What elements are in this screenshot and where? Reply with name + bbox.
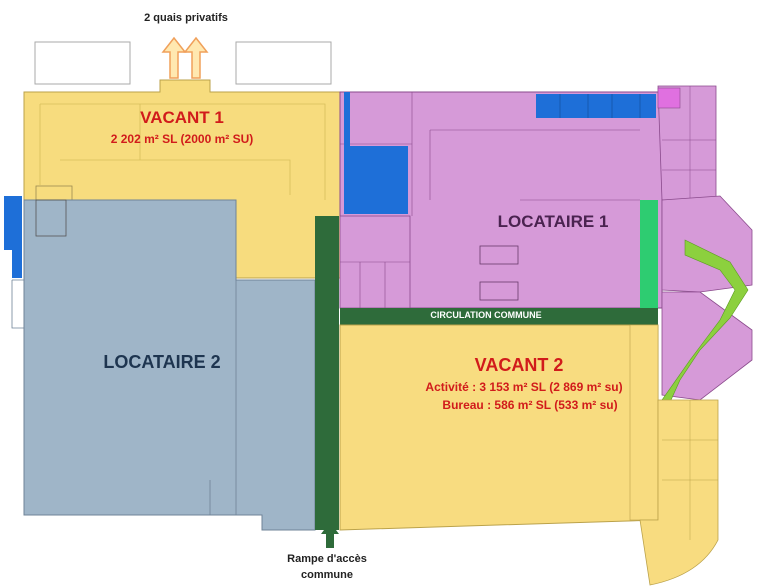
ramp-label-line2: commune [301,569,353,581]
circulation-title: CIRCULATION COMMUNE [430,310,542,320]
parking-box-right [235,41,332,85]
locataire1-title: LOCATAIRE 1 [497,212,609,231]
top-label: 2 quais privatifs [144,12,228,24]
circulation-bar [340,308,658,325]
blue-block-2 [536,94,656,118]
vacant2-bureau: Bureau : 586 m² SL (533 m² su) [442,398,618,412]
blue-block-left [4,196,22,250]
vacant2-activite: Activité : 3 153 m² SL (2 869 m² su) [425,380,623,394]
ramp-label-line1: Rampe d'accès [287,553,367,565]
parking-box-left [34,41,131,85]
blue-block-1 [344,146,408,214]
ramp-corridor [315,216,339,530]
vacant2-title: VACANT 2 [474,355,564,375]
teal-strip [640,200,658,308]
locataire2-title: LOCATAIRE 2 [103,352,221,372]
vacant1-area: 2 202 m² SL (2000 m² SU) [110,132,254,146]
vacant1-title: VACANT 1 [140,108,224,127]
ramp-arrow-icon [321,522,339,548]
dock-arrows [161,36,209,79]
